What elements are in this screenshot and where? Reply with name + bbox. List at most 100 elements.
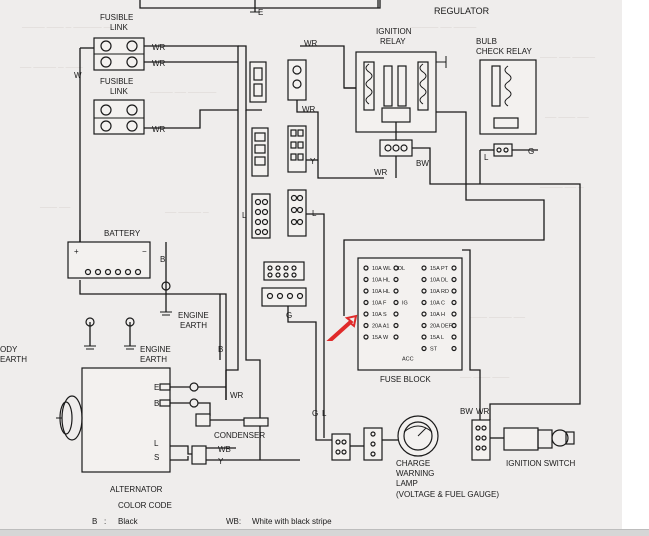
svg-text:G: G <box>286 311 292 320</box>
charge-warning-lamp: CHARGE WARNING LAMP (VOLTAGE & FUEL GAUG… <box>331 415 499 499</box>
fuse-terminal <box>421 334 427 340</box>
fusible-link-bottom: FUSIBLE LINK <box>93 77 145 135</box>
fuse-terminal <box>363 276 369 283</box>
svg-text:+: + <box>74 247 79 256</box>
fuse-label-right: 15A L <box>430 335 444 341</box>
fuse-terminal <box>393 265 399 271</box>
fuse-terminal <box>451 265 457 271</box>
fuse-label-left: 10A HL <box>372 278 390 284</box>
fuse-terminal <box>451 276 457 283</box>
svg-text:ENGINE: ENGINE <box>178 311 209 320</box>
fuse-label-left: 10A S <box>372 312 387 318</box>
fuse-terminal <box>393 299 399 306</box>
svg-text:CHARGE: CHARGE <box>396 459 430 468</box>
fuse-terminal <box>393 288 399 294</box>
svg-text:WR: WR <box>304 39 318 48</box>
svg-text:─── ──── ──: ─── ──── ── <box>469 313 525 322</box>
fuse-terminal <box>363 311 369 317</box>
svg-text:E: E <box>154 383 159 392</box>
ignition-switch: IGNITION SWITCH <box>471 419 576 468</box>
svg-text:WR: WR <box>152 59 166 68</box>
color-code-title: COLOR CODE <box>118 501 172 510</box>
svg-text:BULB: BULB <box>476 37 497 46</box>
fuse-terminal <box>421 276 427 283</box>
svg-text:−: − <box>142 247 147 256</box>
bulb-relay-connector <box>493 143 513 157</box>
fuse-terminal <box>393 276 399 283</box>
fuse-label-left: 10A WL <box>372 266 391 272</box>
battery: BATTERY + − <box>67 229 151 279</box>
svg-text:W: W <box>74 71 82 80</box>
svg-text:EARTH: EARTH <box>0 355 27 364</box>
fuse-terminal <box>451 334 457 340</box>
svg-text:BW: BW <box>460 407 473 416</box>
svg-text:(VOLTAGE & FUEL GAUGE): (VOLTAGE & FUEL GAUGE) <box>396 490 499 499</box>
svg-text:FUSIBLE: FUSIBLE <box>100 13 133 22</box>
bulb-check-relay: BULB CHECK RELAY <box>476 37 537 135</box>
fuse-terminal <box>451 345 457 352</box>
fuse-label-left: 15A W <box>372 335 389 341</box>
fuse-terminal-label: ACC <box>402 357 414 363</box>
fuse-terminal <box>451 311 457 317</box>
alternator: E B L S ALTERNATOR <box>56 367 171 494</box>
fuse-terminal <box>363 322 369 329</box>
ignition-relay: IGNITION RELAY <box>355 27 447 133</box>
fuse-terminal <box>393 334 399 340</box>
svg-text:G: G <box>528 147 534 156</box>
svg-text:EARTH: EARTH <box>140 355 167 364</box>
fuse-terminal <box>421 322 427 329</box>
svg-text:L: L <box>154 439 159 448</box>
svg-text:CONDENSER: CONDENSER <box>214 431 265 440</box>
svg-text:──── ── ─────: ──── ── ───── <box>149 88 217 97</box>
svg-text:─── ──: ─── ── <box>39 203 71 212</box>
manual-page: ──── ─── ─ ───── ── ── ──── ─ ─── ──── ─… <box>0 0 622 530</box>
svg-text:B: B <box>160 255 165 264</box>
fuse-label-left: 20A A1 <box>372 324 389 330</box>
bleed-through-texture: ──── ─── ─ ───── ── ── ──── ─ ─── ──── ─… <box>19 23 595 382</box>
connector-group-3 <box>251 189 307 239</box>
svg-text:── ─── ───: ── ─── ─── <box>459 373 510 382</box>
connector-group-4 <box>261 261 307 307</box>
fuse-label-right: 20A DEF <box>430 324 453 330</box>
color-code: COLOR CODE B : Black WB: White with blac… <box>92 501 332 526</box>
svg-text:WB: WB <box>218 445 231 454</box>
svg-text:─── ── ────: ─── ── ──── <box>539 53 595 62</box>
red-arrow-indicator <box>326 314 358 341</box>
svg-text:White with black stripe: White with black stripe <box>252 517 332 526</box>
svg-text:BW: BW <box>416 159 429 168</box>
connector-group-2 <box>251 125 307 177</box>
svg-text:Black: Black <box>118 517 139 526</box>
svg-text:LINK: LINK <box>110 23 128 32</box>
fuse-terminal <box>363 288 369 294</box>
svg-text:── ──── ─ ───: ── ──── ─ ─── <box>19 63 83 72</box>
fuse-terminal <box>451 322 457 329</box>
fuse-label-left: 10A HL <box>372 289 390 295</box>
fuse-terminal <box>421 288 427 294</box>
svg-text:G: G <box>312 409 318 418</box>
svg-text:B: B <box>154 399 159 408</box>
svg-text:BATTERY: BATTERY <box>104 229 141 238</box>
fusible-link-top: FUSIBLE LINK <box>93 13 145 71</box>
svg-text::: : <box>104 517 106 526</box>
svg-text:FUSE BLOCK: FUSE BLOCK <box>380 375 431 384</box>
svg-text:E: E <box>258 8 263 17</box>
fuse-terminal <box>421 265 427 271</box>
svg-text:B: B <box>218 345 223 354</box>
svg-text:FUSIBLE: FUSIBLE <box>100 77 133 86</box>
svg-text:IGNITION SWITCH: IGNITION SWITCH <box>506 459 576 468</box>
viewer-bottom-bar <box>0 529 649 536</box>
fuse-terminal <box>363 265 369 271</box>
regulator-area: E REGULATOR <box>139 0 490 17</box>
fuse-terminal <box>363 334 369 340</box>
fuse-terminal <box>421 299 427 306</box>
fuse-terminal <box>451 299 457 306</box>
svg-text:ALTERNATOR: ALTERNATOR <box>110 485 163 494</box>
svg-text:B: B <box>92 517 97 526</box>
fuse-label-right: 10A C <box>430 301 445 307</box>
fuse-terminal <box>393 322 399 329</box>
svg-text:WR: WR <box>152 125 166 134</box>
svg-text:── ─── ──: ── ─── ── <box>544 113 589 122</box>
svg-text:IGNITION: IGNITION <box>376 27 412 36</box>
